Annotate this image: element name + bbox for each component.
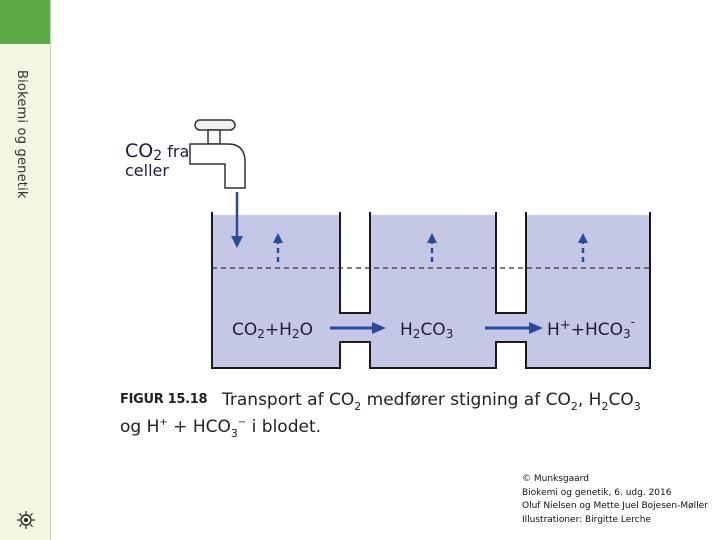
water-tap-icon [189,119,246,189]
sidebar-accent-bar [0,0,50,44]
gas-release-arrow-1 [273,233,283,262]
source-label-line2: celler [125,161,169,180]
gas-release-arrow-2 [427,233,437,262]
credits-block: © Munksgaard Biokemi og genetik, 6. udg.… [522,473,708,527]
sun-emblem-icon [17,511,35,529]
gas-release-arrow-3 [578,233,588,262]
inflow-arrow [231,192,243,248]
credit-book: Biokemi og genetik, 6. udg. 2016 [522,487,672,498]
figure-label: FIGUR 15.18 [120,392,208,407]
credit-authors: Oluf Nielsen og Mette Juel Bojesen-Mølle… [522,501,708,511]
formula-co2-h2o: CO2+H2O [232,320,313,341]
transport-arrow-2 [485,322,543,334]
sidebar-title: Biokemi og genetik [14,70,29,199]
credit-copyright: © Munksgaard [522,474,589,484]
figure-caption-line1: Transport af CO2 medfører stigning af CO… [222,390,641,413]
transport-arrow-1 [330,322,386,334]
figure-caption-line2: og H+ + HCO3− i blodet. [120,417,322,440]
formula-h2co3: H2CO3 [400,320,453,341]
co2-transport-diagram: CO2 fra celler CO2+H2O H2CO3 H++HCO3- [125,119,651,369]
formula-h-hco3: H++HCO3- [547,315,635,341]
sidebar: Biokemi og genetik [0,0,51,540]
source-label: CO2 fra [125,140,189,164]
credit-illustrator: Illustrationer: Birgitte Lerche [522,514,651,525]
container-walls [211,212,651,369]
